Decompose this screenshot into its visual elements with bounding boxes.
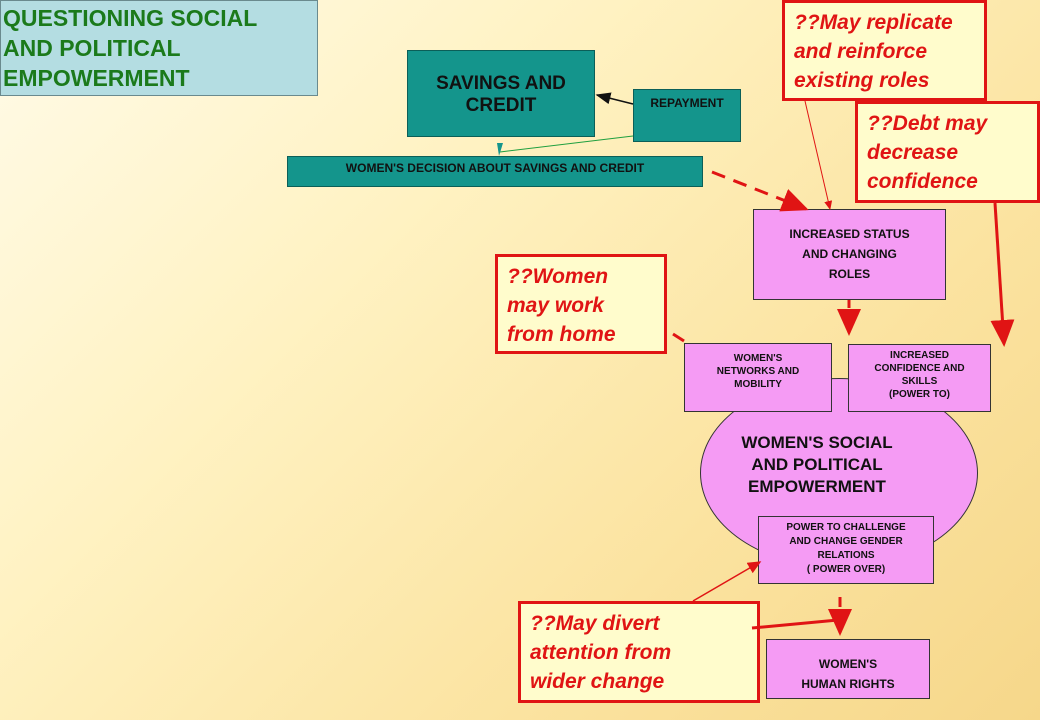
node-line: ROLES — [828, 267, 871, 281]
decision-node: WOMEN'S DECISION ABOUT SAVINGS AND CREDI… — [287, 156, 703, 187]
node-line: HUMAN RIGHTS — [801, 677, 895, 691]
node-line: POWER TO CHALLENGE — [786, 522, 906, 533]
node-line: CREDIT — [465, 95, 537, 116]
human-rights-node: WOMEN'S HUMAN RIGHTS — [766, 639, 930, 699]
node-line: AND CHANGING — [802, 247, 897, 261]
node-line: EMPOWERMENT — [748, 477, 886, 496]
node-line: (POWER TO) — [889, 389, 950, 400]
node-line: INCREASED STATUS — [789, 227, 910, 241]
power-over-node: POWER TO CHALLENGE AND CHANGE GENDER REL… — [758, 516, 934, 584]
node-line: WOMEN'S SOCIAL — [741, 433, 893, 452]
empowerment-label: WOMEN'S SOCIAL AND POLITICAL EMPOWERMENT — [712, 432, 922, 498]
divert-note-arrow — [751, 618, 839, 630]
node-line: SAVINGS AND — [436, 73, 566, 94]
node-line: AND POLITICAL — [751, 455, 883, 474]
note-line: attention from — [530, 641, 672, 664]
node-line: SKILLS — [901, 376, 938, 387]
note-line: from home — [507, 323, 616, 346]
note-line: decrease — [867, 141, 959, 164]
networks-mobility-node: WOMEN'S NETWORKS AND MOBILITY — [684, 343, 832, 412]
note-line: ??Women — [507, 265, 609, 288]
divert-note-pointer — [692, 561, 762, 602]
note-line: wider change — [530, 670, 665, 693]
node-line: CONFIDENCE AND — [874, 363, 965, 374]
home-note-pointer — [672, 332, 685, 343]
savings-and-credit-node: SAVINGS AND CREDIT — [407, 50, 595, 137]
note-line: ??May replicate — [794, 11, 953, 34]
confidence-skills-node: INCREASED CONFIDENCE AND SKILLS (POWER T… — [848, 344, 991, 412]
repayment-to-decision-line — [499, 135, 634, 153]
node-line: WOMEN'S — [733, 353, 783, 364]
node-line: ( POWER OVER) — [806, 564, 886, 575]
node-line: AND CHANGE GENDER — [789, 536, 903, 547]
note-line: ??Debt may — [867, 112, 988, 135]
decision-teal-pointer — [497, 143, 503, 156]
note-line: ??May divert — [530, 612, 660, 635]
title-line: EMPOWERMENT — [3, 65, 190, 91]
node-line: RELATIONS — [817, 550, 875, 561]
note-debt-confidence: ??Debt may decrease confidence — [855, 101, 1040, 203]
node-line: INCREASED — [890, 350, 949, 361]
note-line: existing roles — [794, 69, 930, 92]
note-line: may work — [507, 294, 604, 317]
note-divert-attention: ??May divert attention from wider change — [518, 601, 760, 703]
note-work-from-home: ??Women may work from home — [495, 254, 667, 354]
node-line: MOBILITY — [734, 379, 782, 390]
decision-to-status-arrow — [711, 170, 809, 212]
replicate-note-pointer — [804, 100, 833, 210]
diagram-title: QUESTIONING SOCIAL AND POLITICAL EMPOWER… — [0, 0, 318, 96]
increased-status-node: INCREASED STATUS AND CHANGING ROLES — [753, 209, 946, 300]
title-line: AND POLITICAL — [3, 35, 181, 61]
note-line: and reinforce — [794, 40, 928, 63]
node-label: WOMEN'S DECISION ABOUT SAVINGS AND CREDI… — [345, 161, 645, 175]
node-line: WOMEN'S — [818, 657, 878, 671]
node-line: NETWORKS AND — [716, 366, 800, 377]
note-replicate-roles: ??May replicate and reinforce existing r… — [782, 0, 987, 101]
node-label: REPAYMENT — [650, 96, 724, 110]
repayment-node: REPAYMENT — [633, 89, 741, 142]
title-line: QUESTIONING SOCIAL — [3, 5, 258, 31]
debt-note-arrow — [990, 202, 1015, 347]
note-line: confidence — [867, 170, 978, 193]
repayment-to-savings-arrow — [595, 92, 634, 105]
